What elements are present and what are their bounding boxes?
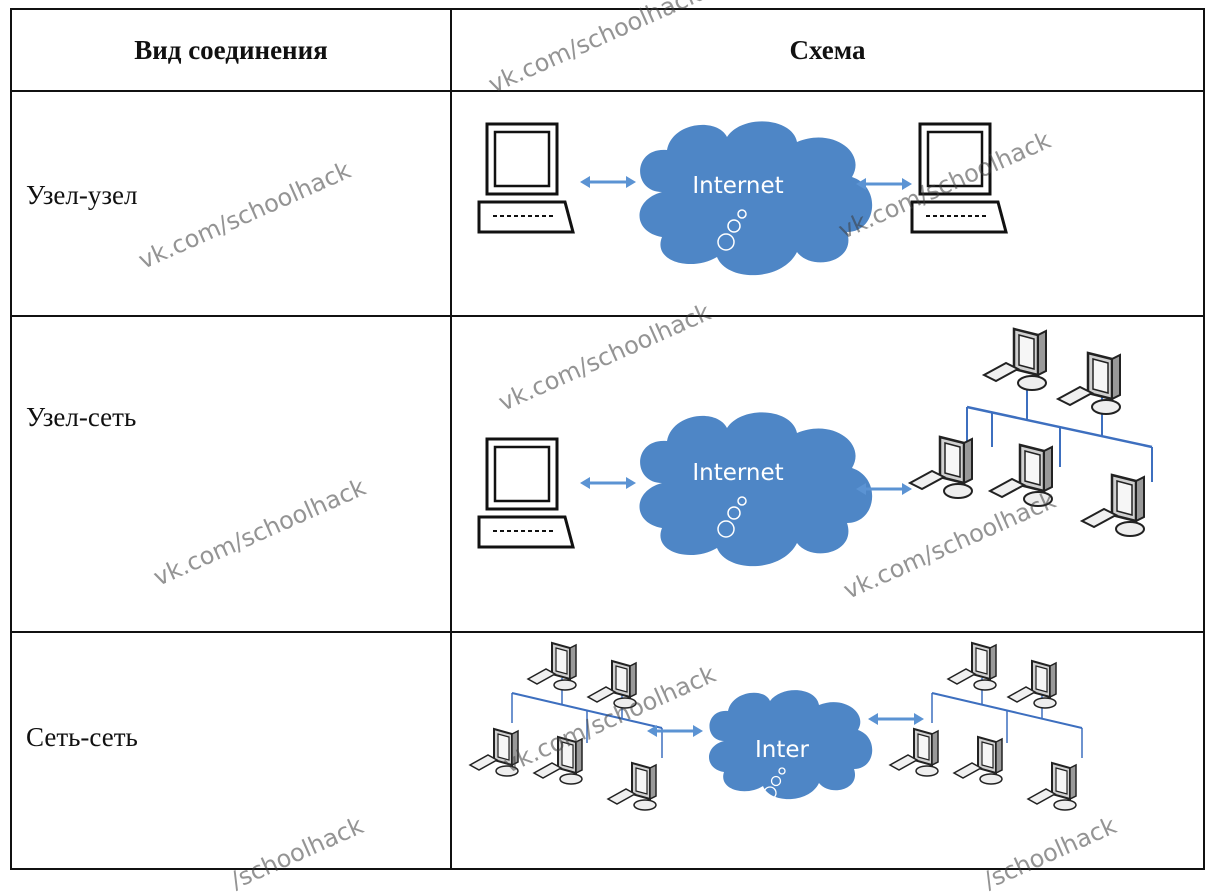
bidirectional-arrow-icon	[645, 723, 705, 739]
workstation-icon	[908, 435, 974, 500]
row-label-node-network: Узел-сеть	[26, 402, 137, 432]
row-divider	[12, 90, 1203, 92]
bidirectional-arrow-icon	[578, 475, 638, 491]
column-divider	[450, 10, 452, 868]
local-network	[890, 643, 1082, 810]
computer-icon	[477, 122, 575, 234]
scheme-node-node: Internet	[452, 92, 1205, 315]
bidirectional-arrow-icon	[866, 711, 926, 727]
local-network	[908, 327, 1153, 538]
row-label-network-network: Сеть-сеть	[26, 722, 138, 752]
row-label-node-node: Узел-узел	[26, 180, 138, 210]
scheme-network-network: Inter	[452, 633, 1205, 870]
bidirectional-arrow-icon	[854, 481, 914, 497]
workstation-icon	[982, 327, 1048, 392]
workstation-icon	[1056, 351, 1122, 416]
row-divider	[12, 631, 1203, 633]
header-scheme: Схема	[789, 34, 866, 65]
computer-icon	[477, 437, 575, 549]
cloud-label: Internet	[692, 173, 783, 199]
row-divider	[12, 315, 1203, 317]
bidirectional-arrow-icon	[578, 174, 638, 190]
cloud-label: Internet	[692, 460, 783, 486]
workstation-icon	[1080, 473, 1146, 538]
header-connection-type: Вид соединения	[134, 34, 328, 65]
cloud-label: Inter	[755, 737, 810, 763]
internet-cloud-icon	[639, 412, 873, 567]
scheme-node-network: Internet	[452, 317, 1205, 631]
connection-types-table: Вид соединения Схема Узел-узел Узел-сеть…	[10, 8, 1205, 870]
